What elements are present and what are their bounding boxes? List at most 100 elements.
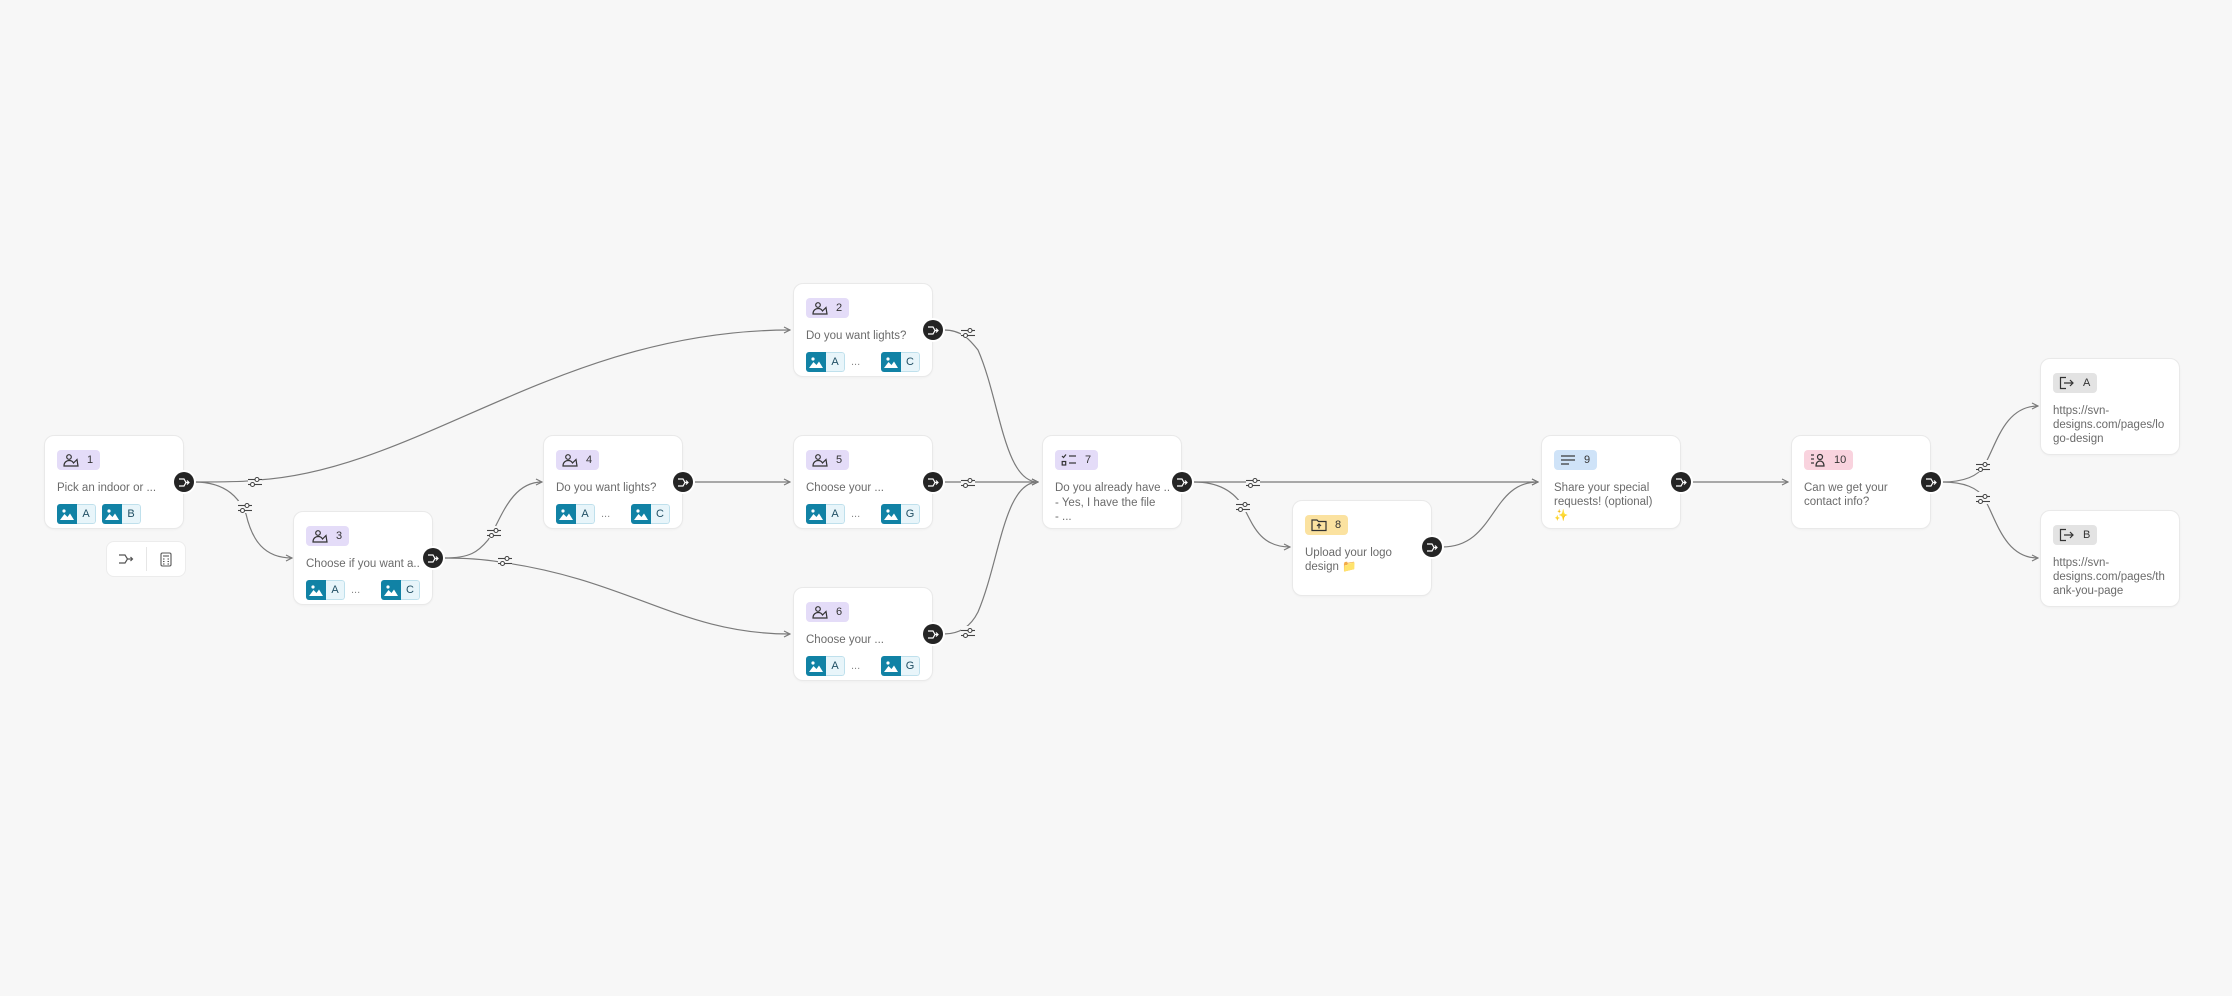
flow-node-4[interactable]: 4 Do you want lights? A ... C	[543, 435, 683, 529]
node-number: 8	[1335, 519, 1342, 531]
question-badge: 5	[806, 450, 850, 470]
filter-icon[interactable]	[961, 476, 975, 489]
branch-handle-1[interactable]	[174, 472, 194, 492]
image-icon	[884, 661, 898, 672]
node-question-text: Do you already have ...	[1055, 482, 1169, 494]
choice-chip: G	[881, 656, 920, 676]
node-question-text: Choose if you want a...	[306, 558, 420, 570]
choice-chip: A	[57, 504, 96, 524]
image-icon	[809, 509, 823, 520]
filter-icon[interactable]	[1976, 492, 1990, 505]
more-choices-ellipsis: ...	[851, 508, 861, 520]
branch-handle-6[interactable]	[923, 624, 943, 644]
exit-letter: A	[2083, 377, 2091, 389]
node-question-text: Share your special requests! (optional) …	[1554, 482, 1653, 522]
choice-chip: A	[556, 504, 595, 524]
flow-node-6[interactable]: 6 Choose your ... A ... G	[793, 587, 933, 681]
more-choices-ellipsis: ...	[601, 508, 611, 520]
flow-node-8[interactable]: 8 Upload your logo design 📁	[1292, 500, 1432, 596]
image-icon	[559, 509, 573, 520]
node-number: 9	[1584, 454, 1591, 466]
node-number: 7	[1085, 454, 1092, 466]
filter-icon[interactable]	[1236, 500, 1250, 513]
calculator-button[interactable]	[147, 542, 186, 576]
exit-node-b[interactable]: B https://svn-designs.com/pages/thank-yo…	[2040, 510, 2180, 607]
branch-handle-2[interactable]	[923, 320, 943, 340]
branch-icon	[928, 477, 939, 487]
edge-2-7	[943, 329, 1038, 482]
branch-icon	[428, 553, 439, 563]
filter-icon[interactable]	[238, 501, 252, 514]
image-icon	[384, 585, 398, 596]
node-number: 1	[87, 454, 94, 466]
image-choice-icon	[63, 454, 79, 467]
exit-node-a[interactable]: A https://svn-designs.com/pages/logo-des…	[2040, 358, 2180, 455]
long-text-badge: 9	[1554, 450, 1598, 470]
node-toolbar	[106, 541, 186, 577]
branch-handle-8[interactable]	[1422, 537, 1442, 557]
branch-toolbar-icon	[119, 554, 134, 564]
edge-1-2	[193, 330, 790, 483]
choice-chip: A	[306, 580, 345, 600]
exit-badge: A	[2053, 373, 2098, 393]
question-badge: 1	[57, 450, 101, 470]
filter-icon[interactable]	[961, 326, 975, 339]
image-choice-icon	[812, 606, 828, 619]
node-number: 2	[836, 302, 843, 314]
flow-node-3[interactable]: 3 Choose if you want a... A ... C	[293, 511, 433, 605]
flow-node-5[interactable]: 5 Choose your ... A ... G	[793, 435, 933, 529]
node-number: 5	[836, 454, 843, 466]
node-number: 6	[836, 606, 843, 618]
filter-icon[interactable]	[961, 626, 975, 639]
choice-chip: C	[631, 504, 670, 524]
image-icon	[884, 357, 898, 368]
flow-node-2[interactable]: 2 Do you want lights? A ... C	[793, 283, 933, 377]
file-upload-badge: 8	[1305, 515, 1349, 535]
image-icon	[809, 661, 823, 672]
edge-10-exitA	[1941, 406, 2038, 483]
image-choice-icon	[812, 302, 828, 315]
edge-8-9	[1441, 482, 1538, 548]
filter-icon[interactable]	[498, 554, 512, 567]
image-choice-icon	[312, 530, 328, 543]
flow-node-7[interactable]: 7 Do you already have ... - Yes, I have …	[1042, 435, 1182, 529]
calculator-icon	[160, 551, 172, 567]
filter-icon[interactable]	[1246, 476, 1260, 489]
flow-node-10[interactable]: 10 Can we get your contact info?	[1791, 435, 1931, 529]
filter-icon[interactable]	[1976, 460, 1990, 473]
branch-handle-5[interactable]	[923, 472, 943, 492]
flow-node-1[interactable]: 1 Pick an indoor or ... A B	[44, 435, 184, 529]
node-number: 10	[1834, 454, 1847, 466]
image-icon	[60, 509, 74, 520]
image-choice-icon	[812, 454, 828, 467]
branch-handle-3[interactable]	[423, 548, 443, 568]
flow-node-9[interactable]: 9 Share your special requests! (optional…	[1541, 435, 1681, 529]
more-choices-ellipsis: ...	[851, 660, 861, 672]
branch-icon	[1177, 477, 1188, 487]
filter-icon[interactable]	[487, 526, 501, 539]
choice-chip: G	[881, 504, 920, 524]
branch-handle-9[interactable]	[1671, 472, 1691, 492]
choice-chip: A	[806, 656, 845, 676]
long-text-icon	[1561, 455, 1575, 465]
add-branch-button[interactable]	[107, 542, 146, 576]
branch-handle-7[interactable]	[1172, 472, 1192, 492]
more-choices-ellipsis: ...	[851, 356, 861, 368]
branch-handle-4[interactable]	[673, 472, 693, 492]
node-question-text: Can we get your contact info?	[1804, 482, 1888, 508]
contact-icon	[1811, 453, 1825, 467]
choice-list: A ... C	[806, 352, 920, 372]
choice-list: A ... C	[556, 504, 670, 524]
redirect-url: https://svn-designs.com/pages/thank-you-…	[2053, 557, 2165, 597]
node-number: 3	[336, 530, 343, 542]
node-question-text: Upload your logo design 📁	[1305, 547, 1392, 573]
filter-icon[interactable]	[248, 475, 262, 488]
exit-badge: B	[2053, 525, 2098, 545]
image-icon	[884, 509, 898, 520]
node-options-preview: - Yes, I have the file - ...	[1055, 497, 1156, 523]
branch-handle-10[interactable]	[1921, 472, 1941, 492]
exit-letter: B	[2083, 529, 2091, 541]
question-badge: 2	[806, 298, 850, 318]
exit-redirect-icon	[2059, 528, 2074, 542]
